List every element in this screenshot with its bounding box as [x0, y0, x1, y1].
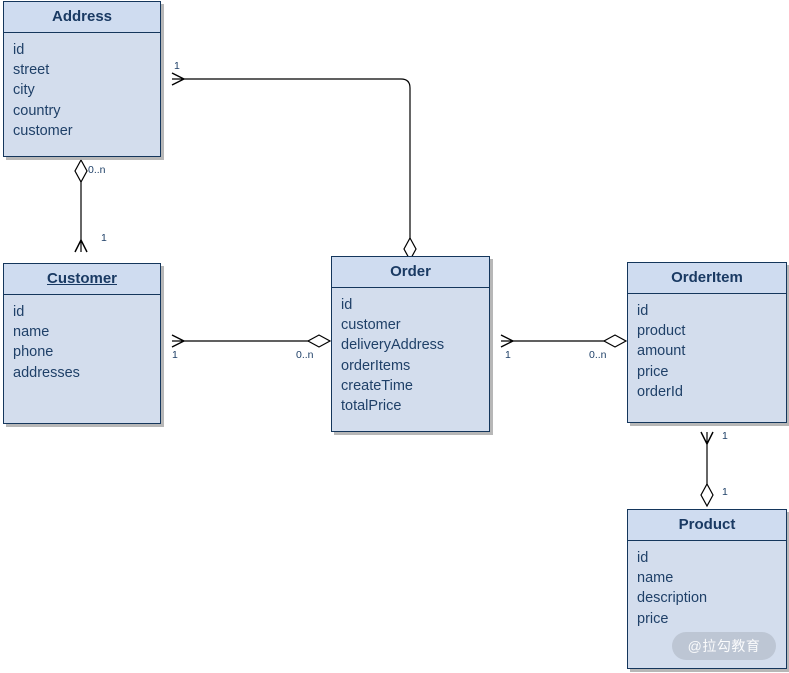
class-name-header-address: Address — [4, 2, 160, 33]
class-box-address[interactable]: Address id street city country customer — [3, 1, 161, 157]
class-name-header-customer: Customer — [4, 264, 160, 295]
class-box-orderitem[interactable]: OrderItem id product amount price orderI… — [627, 262, 787, 423]
attribute-item: description — [637, 590, 708, 607]
relation-order-address — [172, 79, 417, 262]
attribute-item: price — [637, 610, 669, 627]
multiplicity-label: 0..n — [589, 349, 607, 361]
attribute-item: city — [13, 82, 35, 99]
attribute-item: name — [637, 570, 674, 587]
multiplicity-label: 1 — [172, 349, 178, 361]
multiplicity-label: 0..n — [88, 164, 106, 176]
attribute-item: addresses — [13, 364, 80, 381]
multiplicity-label: 1 — [505, 349, 511, 361]
attribute-item: street — [13, 62, 50, 79]
attribute-item: product — [637, 323, 686, 340]
attribute-item: customer — [341, 317, 401, 334]
attribute-item: amount — [637, 343, 686, 360]
attribute-item: price — [637, 363, 669, 380]
class-box-order[interactable]: Order id customer deliveryAddress orderI… — [331, 256, 490, 432]
attribute-item: id — [637, 550, 649, 566]
relation-order-customer — [172, 334, 332, 348]
class-name-header-order: Order — [332, 257, 489, 288]
class-name-label: OrderItem — [671, 269, 743, 286]
attribute-item: totalPrice — [341, 398, 402, 415]
attribute-item: phone — [13, 344, 54, 361]
multiplicity-label: 1 — [174, 60, 180, 72]
attribute-list-address: id street city country customer — [4, 33, 160, 141]
attribute-item: id — [13, 42, 25, 58]
attribute-list-product: id name description price — [628, 541, 786, 629]
attribute-list-order: id customer deliveryAddress orderItems c… — [332, 288, 489, 416]
class-name-label: Order — [390, 263, 431, 280]
attribute-item: deliveryAddress — [341, 337, 445, 354]
attribute-list-orderitem: id product amount price orderId — [628, 294, 786, 402]
attribute-item: customer — [13, 122, 73, 139]
class-name-header-orderitem: OrderItem — [628, 263, 786, 294]
attribute-item: orderItems — [341, 357, 411, 374]
class-box-customer[interactable]: Customer id name phone addresses — [3, 263, 161, 424]
multiplicity-label: 1 — [722, 486, 728, 498]
relation-orderitem-order — [501, 334, 628, 348]
class-name-label: Address — [51, 8, 113, 25]
attribute-item: createTime — [341, 377, 413, 394]
class-box-product[interactable]: Product id name description price — [627, 509, 787, 669]
multiplicity-label: 1 — [722, 430, 728, 442]
attribute-list-customer: id name phone addresses — [4, 295, 160, 383]
attribute-item: orderId — [637, 383, 683, 400]
attribute-item: country — [13, 102, 61, 119]
attribute-item: id — [341, 297, 353, 313]
attribute-item: id — [13, 304, 25, 320]
multiplicity-label: 0..n — [296, 349, 314, 361]
class-name-label: Customer — [46, 270, 117, 287]
class-name-label: Product — [678, 516, 736, 533]
relation-product-orderitem — [700, 432, 714, 508]
class-name-header-product: Product — [628, 510, 786, 541]
attribute-item: id — [637, 303, 649, 319]
multiplicity-label: 1 — [101, 232, 107, 244]
watermark-label: @拉勾教育 — [672, 632, 776, 660]
attribute-item: name — [13, 324, 50, 341]
relation-address-customer — [74, 158, 88, 252]
